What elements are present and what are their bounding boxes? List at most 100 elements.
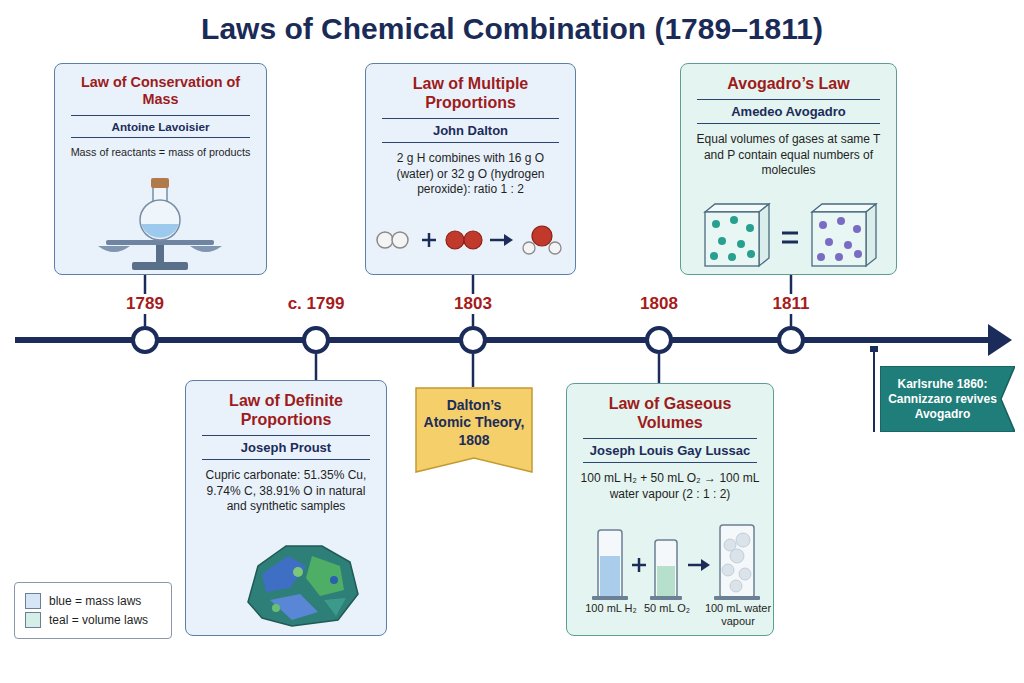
drawing-part xyxy=(730,549,744,563)
drawing-part xyxy=(377,232,393,248)
legend-row: teal = volume laws xyxy=(25,612,161,628)
drawing-part xyxy=(782,241,798,244)
drawing-part xyxy=(988,324,1012,356)
drawing-part xyxy=(272,604,280,612)
flag-pole xyxy=(870,346,878,432)
drawing-part xyxy=(714,596,760,600)
gas-cubes xyxy=(705,204,876,266)
event-flag: Karlsruhe 1860: Cannizzaro revives Avoga… xyxy=(880,366,1015,432)
timeline-connector xyxy=(472,354,475,387)
drawing-part xyxy=(523,242,535,254)
year-label: c. 1799 xyxy=(284,294,349,314)
drawing-part xyxy=(737,240,745,248)
drawing-part xyxy=(638,558,641,572)
legend-label: blue = mass laws xyxy=(49,594,141,608)
drawing-part xyxy=(705,212,759,266)
timeline-axis xyxy=(15,324,1012,356)
year-label: 1811 xyxy=(769,294,814,314)
drawing-part xyxy=(248,546,358,626)
scientist-name: Amedeo Avogadro xyxy=(697,99,880,124)
volume-label: 50 mL O₂ xyxy=(634,602,700,615)
legend-label: teal = volume laws xyxy=(49,613,148,627)
drawing-part xyxy=(712,220,720,228)
drawing-part xyxy=(151,178,169,188)
drawing-part xyxy=(722,564,734,576)
scientist-name: Antoine Lavoisier xyxy=(71,115,250,138)
drawing-part xyxy=(190,246,222,252)
drawing-part xyxy=(464,231,482,249)
drawing-part xyxy=(819,221,827,229)
drawing-part xyxy=(688,564,703,567)
drawing-part xyxy=(140,200,180,240)
law-example: 2 g H combines with 16 g O (water) or 32… xyxy=(378,151,563,197)
drawing-part xyxy=(873,346,875,432)
drawing-part xyxy=(730,216,738,224)
drawing-part xyxy=(324,598,346,616)
drawing-part xyxy=(141,224,179,238)
drawing-part xyxy=(710,252,718,260)
drawing-part xyxy=(106,240,214,245)
drawing-part xyxy=(724,539,736,551)
drawing-part xyxy=(747,250,755,258)
shape-outline xyxy=(416,388,532,472)
drawing-part xyxy=(422,239,436,242)
theory-banner: Dalton’s Atomic Theory, 1808 xyxy=(415,387,533,473)
drawing-part xyxy=(598,530,622,598)
legend-row: blue = mass laws xyxy=(25,593,161,609)
drawing-part xyxy=(592,596,628,600)
drawing-part xyxy=(655,540,677,598)
mineral-rock xyxy=(248,546,358,626)
drawing-part xyxy=(722,533,751,592)
drawing-part xyxy=(657,566,675,596)
drawing-part xyxy=(705,204,769,212)
law-box: Law of Gaseous VolumesJoseph Louis Gay L… xyxy=(566,383,774,636)
legend-swatch xyxy=(25,612,41,628)
timeline-dot: 1808 xyxy=(645,326,673,354)
drawing-part xyxy=(817,217,862,261)
drawing-part xyxy=(812,212,866,266)
legend-box: blue = mass laws teal = volume laws xyxy=(14,582,172,639)
drawing-part xyxy=(490,239,506,242)
law-box: Avogadro’s LawAmedeo AvogadroEqual volum… xyxy=(680,63,897,275)
drawing-part xyxy=(720,525,754,598)
law-example: Mass of reactants = mass of products xyxy=(67,146,254,160)
drawing-part xyxy=(853,225,861,233)
drawing-part xyxy=(549,242,561,254)
law-box: Law of Conservation of MassAntoine Lavoi… xyxy=(54,63,267,275)
drawing-part xyxy=(428,233,431,247)
law-box: Law of Definite ProportionsJoseph Proust… xyxy=(185,380,387,636)
scientist-name: Joseph Proust xyxy=(202,435,370,460)
year-label: 1803 xyxy=(450,294,496,314)
scientist-name: John Dalton xyxy=(382,118,559,143)
drawing-part xyxy=(718,237,726,245)
drawing-part xyxy=(650,596,682,600)
drawing-part xyxy=(866,204,876,266)
timeline-connector xyxy=(315,354,318,380)
balance-flask xyxy=(98,178,222,270)
legend-swatch xyxy=(25,593,41,609)
drawing-part xyxy=(504,234,513,246)
gas-cylinders xyxy=(592,525,760,600)
drawing-part xyxy=(844,241,852,249)
law-title: Law of Definite Proportions xyxy=(202,391,370,429)
drawing-part xyxy=(532,226,552,246)
drawing-part xyxy=(837,217,845,225)
year-label: 1789 xyxy=(122,294,168,314)
drawing-part xyxy=(835,253,843,261)
timeline-dot: 1811 xyxy=(777,326,805,354)
drawing-part xyxy=(817,253,825,261)
law-example: 100 mL H₂ + 50 mL O₂ → 100 mL water vapo… xyxy=(579,471,761,502)
timeline-dot: 1803 xyxy=(459,326,487,354)
volume-label: 100 mL H₂ xyxy=(575,602,647,615)
drawing-part xyxy=(15,337,994,343)
drawing-part xyxy=(632,564,646,567)
law-title: Law of Gaseous Volumes xyxy=(583,394,757,432)
drawing-part xyxy=(132,262,188,270)
drawing-part xyxy=(739,568,751,580)
drawing-part xyxy=(330,576,338,584)
drawing-part xyxy=(854,250,862,258)
drawing-part xyxy=(156,244,164,264)
year-label: 1808 xyxy=(636,294,682,314)
law-example: Equal volumes of gases at same T and P c… xyxy=(693,132,884,178)
